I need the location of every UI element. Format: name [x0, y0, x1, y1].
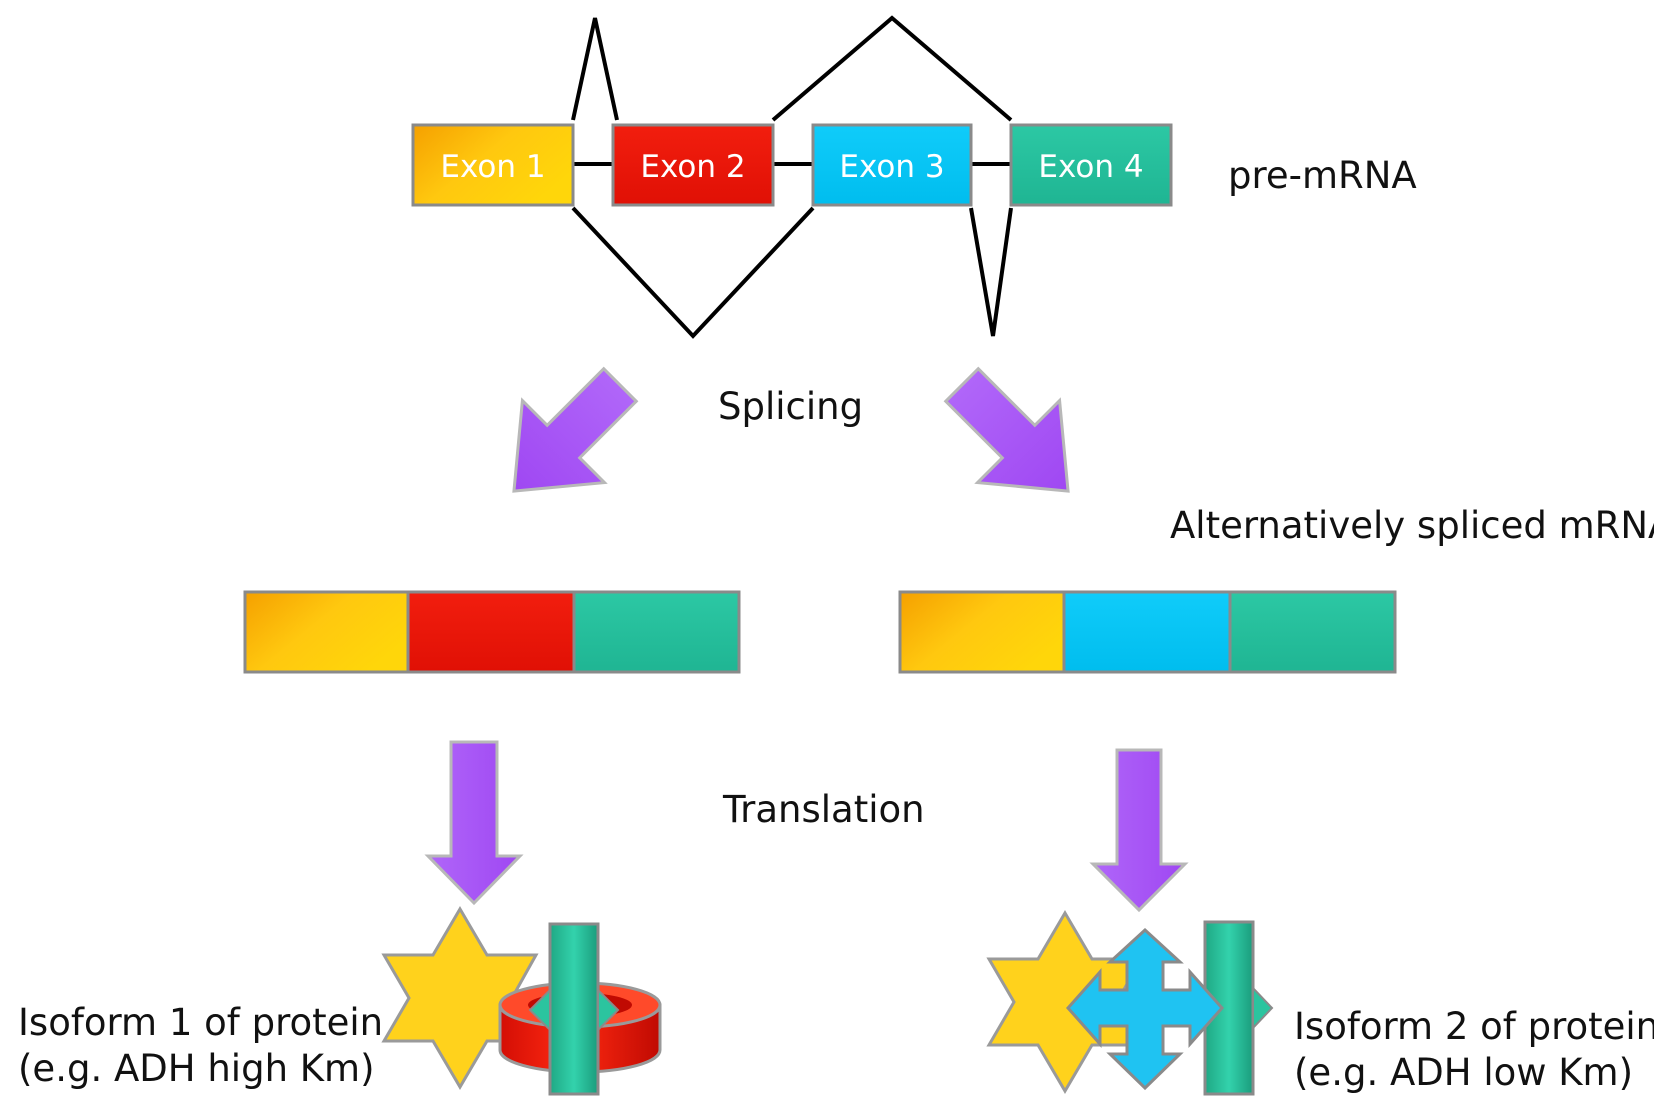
isoform-1-title: Isoform 1 of protein [18, 1001, 384, 1044]
mrnas-label: Alternatively spliced mRNAs [1170, 504, 1654, 547]
exon-3-label: Exon 3 [839, 149, 944, 185]
isoform-2-label: Isoform 2 of protein (e.g. ADH low Km) [1294, 1004, 1654, 1097]
bar-domain [528, 922, 620, 1096]
splice-line-exon1-exon2-top [571, 17, 619, 121]
isoform-2-title: Isoform 2 of protein [1294, 1005, 1654, 1048]
exon-1-label: Exon 1 [440, 149, 545, 185]
protein-isoform-2 [986, 910, 1274, 1096]
exon-1: Exon 1 [411, 123, 575, 207]
isoform-1-example: (e.g. ADH high Km) [18, 1047, 375, 1091]
mrna-2-segment-exon3 [1062, 590, 1232, 674]
mrna-2-segment-exon1 [898, 590, 1066, 674]
splicing-arrow-left [512, 366, 639, 493]
splicing-arrow-right [943, 366, 1070, 493]
exon-4-label: Exon 4 [1038, 149, 1143, 185]
mrna-2-segment-exon4 [1228, 590, 1397, 674]
translation-label: Translation [723, 788, 925, 831]
pre-mrna-exons: Exon 1 Exon 2 Exon 3 Exon 4 [411, 123, 1173, 207]
mrna-1-segment-exon2 [406, 590, 576, 674]
splice-junction-lines [571, 15, 1013, 339]
translation-arrow-left [424, 740, 524, 906]
mrna-isoform-1 [243, 590, 741, 674]
pre-mrna-label: pre-mRNA [1228, 154, 1417, 197]
mrna-1-segment-exon1 [243, 590, 410, 674]
isoform-2-example: (e.g. ADH low Km) [1294, 1051, 1634, 1095]
splice-line-exon2-exon4-top [771, 15, 1013, 122]
isoform-1-label: Isoform 1 of protein (e.g. ADH high Km) [18, 1000, 383, 1093]
splice-line-exon1-exon3-bottom [571, 206, 815, 339]
exon-2: Exon 2 [611, 123, 775, 207]
protein-isoform-1 [381, 906, 662, 1096]
mrna-1-segment-exon4 [572, 590, 741, 674]
exon-4: Exon 4 [1009, 123, 1173, 207]
splice-line-exon3-exon4-bottom [969, 207, 1013, 337]
exon-3: Exon 3 [811, 123, 973, 207]
splicing-label: Splicing [718, 385, 864, 428]
mrna-isoform-2 [898, 590, 1397, 674]
exon-2-label: Exon 2 [640, 149, 745, 185]
star-domain [381, 906, 539, 1090]
translation-arrow-right [1089, 748, 1189, 913]
four-way-arrow-domain [1065, 927, 1225, 1091]
